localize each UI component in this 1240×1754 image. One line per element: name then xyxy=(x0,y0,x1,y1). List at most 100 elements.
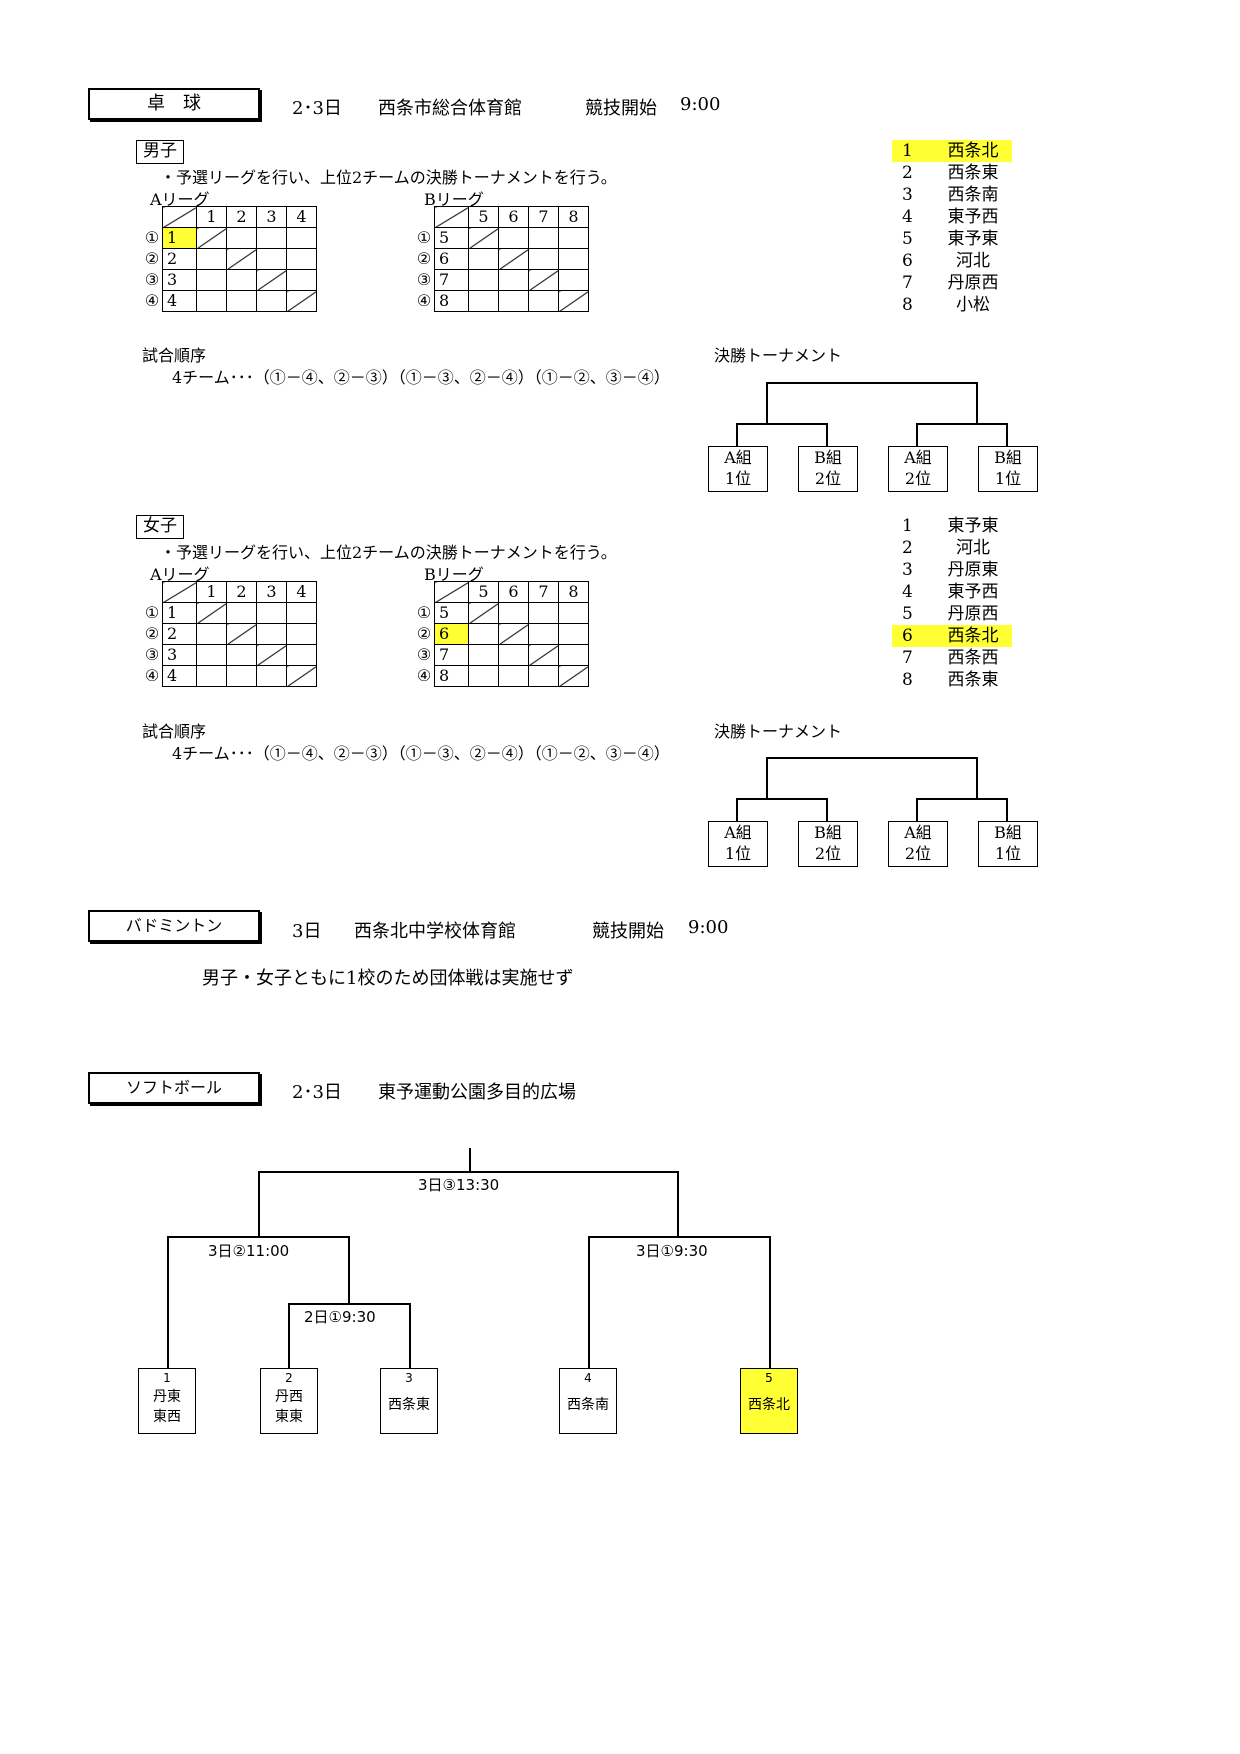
bracket-line xyxy=(826,798,828,822)
team-name: 東予東 xyxy=(947,516,999,536)
bracket-line xyxy=(348,1236,350,1304)
bracket-line xyxy=(916,423,918,447)
table-tennis-section-title: 卓 球 xyxy=(88,88,260,120)
table-tennis-start-label: 競技開始 xyxy=(585,98,657,119)
league-corner-cell xyxy=(434,581,469,603)
table-tennis-days: 2･3日 xyxy=(292,98,342,119)
slot-rank: 1位 xyxy=(724,844,752,863)
badminton-section-title: バドミントン xyxy=(88,910,260,942)
team-name: 丹原西 xyxy=(947,273,999,293)
softball-team-name: 西条北 xyxy=(748,1397,790,1413)
final-time: 3日③13:30 xyxy=(418,1176,500,1194)
softball-team-name: 西条南 xyxy=(567,1397,609,1413)
league-row-mark: ② xyxy=(416,249,432,268)
softball-days: 2･3日 xyxy=(292,1082,342,1103)
league-corner-cell xyxy=(434,206,469,228)
league-row-mark: ④ xyxy=(416,666,432,685)
team-name: 西条北 xyxy=(947,141,999,161)
league-row-mark: ① xyxy=(416,228,432,247)
slot-rank: 1位 xyxy=(724,469,752,488)
semi-right-time: 3日①9:30 xyxy=(636,1242,708,1260)
team-number: 2 xyxy=(902,538,913,558)
slot-rank: 1位 xyxy=(994,469,1022,488)
slot-group: B組 xyxy=(814,823,842,842)
league-row-header: 6 xyxy=(434,623,469,645)
bracket-line xyxy=(588,1236,590,1368)
team-name: 東予西 xyxy=(947,207,999,227)
bracket-line xyxy=(167,1236,349,1238)
tournament-slot: A組 2位 xyxy=(888,446,948,492)
bracket-line xyxy=(409,1303,411,1368)
bracket-line xyxy=(288,1303,290,1368)
bracket-line xyxy=(1006,798,1008,822)
softball-seed-number: 2 xyxy=(285,1371,293,1385)
league-row-mark: ④ xyxy=(416,291,432,310)
league-result-cell xyxy=(286,665,317,687)
team-number: 5 xyxy=(902,604,913,624)
bracket-line xyxy=(736,798,828,800)
bracket-line xyxy=(1006,423,1008,447)
bracket-line xyxy=(736,423,828,425)
first-round-time: 2日①9:30 xyxy=(304,1308,376,1326)
league-row-mark: ① xyxy=(416,603,432,622)
boys-league-b-label: Bリーグ xyxy=(424,190,484,209)
boys-order-text: 4チーム･･･（①－④、②－③）（①－③、②－④）（①－②、③－④） xyxy=(172,368,670,387)
team-number: 3 xyxy=(902,560,913,580)
bracket-line xyxy=(677,1171,679,1237)
team-number: 1 xyxy=(902,141,913,161)
badminton-start-time: 9:00 xyxy=(688,917,729,938)
boys-league-a-label: Aリーグ xyxy=(150,190,210,209)
slot-group: A組 xyxy=(904,823,932,842)
team-number: 6 xyxy=(902,251,913,271)
boys-order-label: 試合順序 xyxy=(142,346,207,365)
slot-group: A組 xyxy=(904,448,932,467)
team-name: 東予東 xyxy=(947,229,999,249)
girls-league-a-label: Aリーグ xyxy=(150,565,210,584)
bracket-line xyxy=(916,423,1008,425)
bracket-line xyxy=(588,1236,770,1238)
bracket-line xyxy=(258,1171,260,1237)
bracket-line xyxy=(736,798,738,822)
league-result-cell xyxy=(226,248,257,270)
league-row-mark: ④ xyxy=(144,291,160,310)
league-result-cell xyxy=(286,290,317,312)
league-result-cell xyxy=(528,269,559,291)
team-number: 5 xyxy=(902,229,913,249)
league-row-mark: ③ xyxy=(416,270,432,289)
slot-rank: 2位 xyxy=(904,469,932,488)
girls-order-label: 試合順序 xyxy=(142,722,207,741)
slot-rank: 1位 xyxy=(994,844,1022,863)
bracket-line xyxy=(766,757,977,759)
girls-tournament-label: 決勝トーナメント xyxy=(714,722,843,741)
league-row-header: 1 xyxy=(162,227,197,249)
team-number: 4 xyxy=(902,207,913,227)
bracket-line xyxy=(769,1236,771,1368)
girls-label: 女子 xyxy=(136,515,184,539)
girls-order-text: 4チーム･･･（①－④、②－③）（①－③、②－④）（①－②、③－④） xyxy=(172,744,670,763)
league-result-cell xyxy=(498,248,529,270)
league-row-mark: ③ xyxy=(416,645,432,664)
league-result-cell xyxy=(528,644,559,666)
